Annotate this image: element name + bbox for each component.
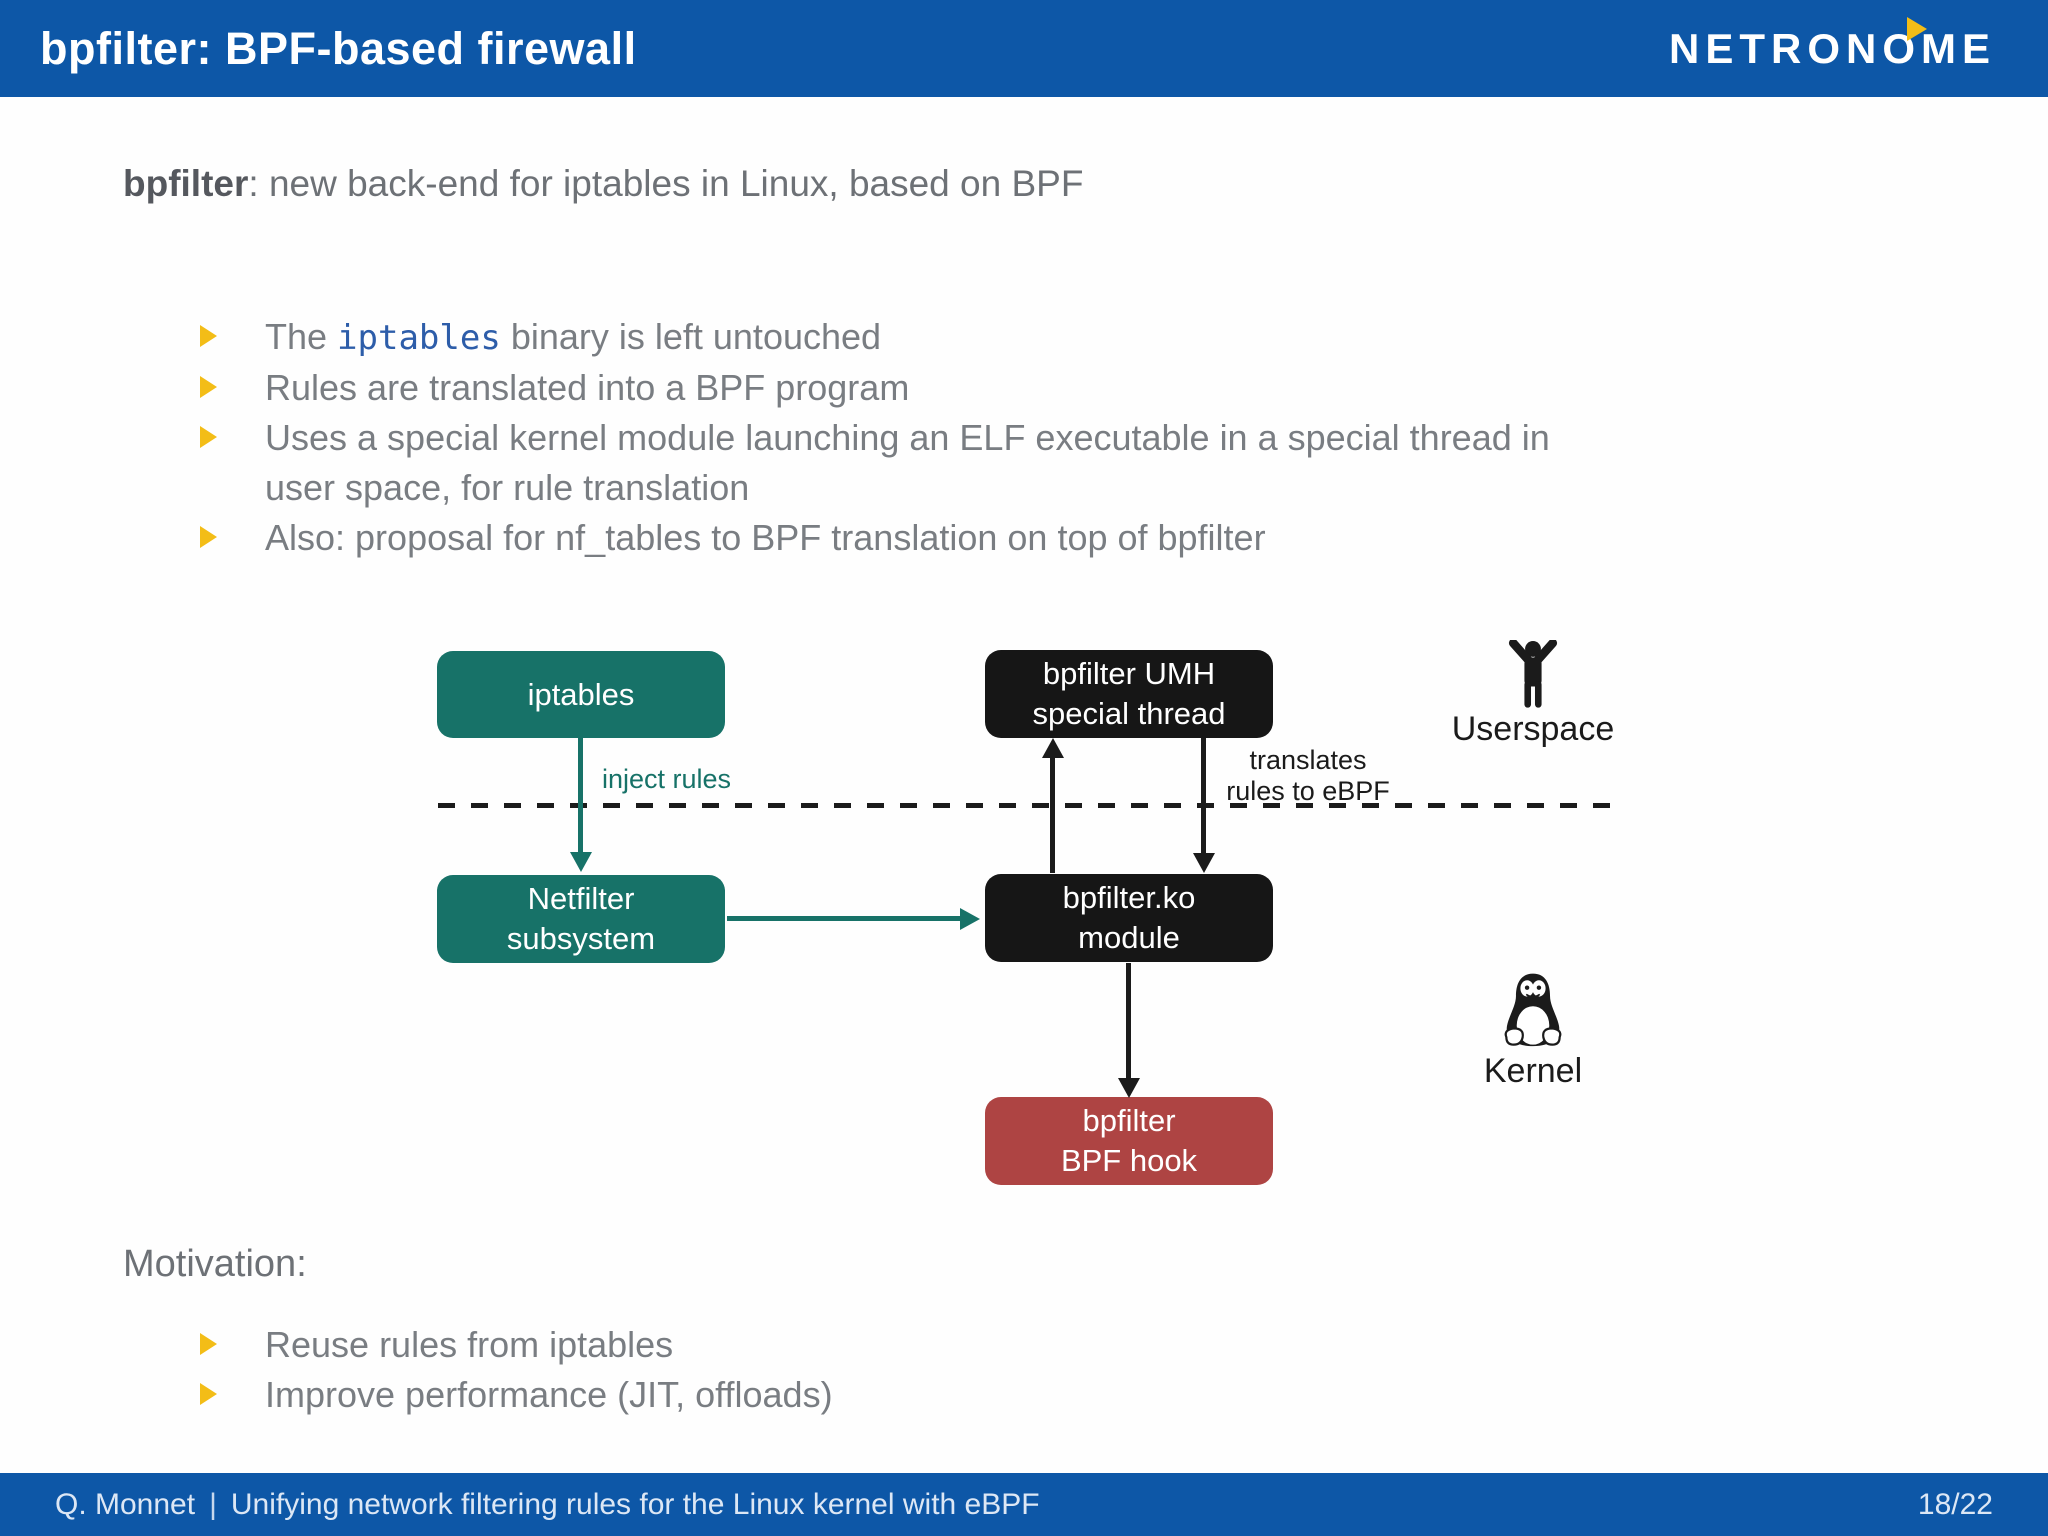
footer-bar: Q. Monnet | Unifying network filtering rul…: [0, 1473, 2048, 1536]
arrowhead-down-icon: [570, 852, 592, 872]
bullet-text: The iptables binary is left untouched: [265, 316, 882, 358]
userspace-kernel-divider: [438, 803, 1610, 808]
label-kernel: Kernel: [1483, 1052, 1583, 1090]
logo-text-pre: NETRON: [1668, 24, 1883, 72]
bullet-text: Uses a special kernel module launching a…: [265, 417, 1550, 508]
triangle-bullet-icon: [200, 426, 217, 448]
intro-bold: bpfilter: [123, 163, 249, 204]
list-item: Improve performance (JIT, offloads): [200, 1370, 833, 1420]
bullet-text: Rules are translated into a BPF program: [265, 367, 910, 408]
logo-letter-o: O: [1882, 16, 1927, 73]
list-item: Also: proposal for nf_tables to BPF tran…: [200, 513, 1550, 563]
label-inject-rules: inject rules: [602, 764, 732, 794]
arrow-inject-rules: [578, 738, 583, 856]
list-item: Reuse rules from iptables: [200, 1320, 833, 1370]
bullet-list: The iptables binary is left untouched Ru…: [200, 312, 1550, 563]
triangle-bullet-icon: [200, 325, 217, 347]
list-item: Rules are translated into a BPF program: [200, 363, 1550, 413]
list-item: The iptables binary is left untouched: [200, 312, 1550, 363]
logo-text-post: ME: [1921, 24, 1996, 72]
arrowhead-right-icon: [960, 908, 980, 930]
arrow-ko-to-umh: [1050, 753, 1055, 873]
inline-code: iptables: [337, 318, 501, 358]
footer-author: Q. Monnet: [55, 1487, 196, 1521]
triangle-bullet-icon: [200, 376, 217, 398]
tux-icon: [1496, 972, 1570, 1050]
play-triangle-icon: [1907, 16, 1927, 41]
page-number: 18/22: [1917, 1487, 1993, 1521]
bullet-text: Improve performance (JIT, offloads): [265, 1374, 833, 1415]
arrow-ko-to-hook: [1126, 963, 1131, 1081]
motivation-list: Reuse rules from iptables Improve perfor…: [200, 1320, 833, 1420]
footer-separator: |: [209, 1487, 217, 1521]
triangle-bullet-icon: [200, 526, 217, 548]
motivation-heading: Motivation:: [123, 1243, 307, 1285]
bullet-text: Reuse rules from iptables: [265, 1324, 674, 1365]
footer-talk-title: Unifying network filtering rules for the…: [230, 1487, 1040, 1521]
arrowhead-down-icon: [1193, 853, 1215, 873]
person-icon: [1500, 638, 1566, 710]
triangle-bullet-icon: [200, 1383, 217, 1405]
intro-rest: : new back-end for iptables in Linux, ba…: [248, 163, 1084, 204]
node-iptables: iptables: [437, 651, 725, 738]
triangle-bullet-icon: [200, 1333, 217, 1355]
arrow-umh-to-ko: [1201, 738, 1206, 856]
intro-line: bpfilter: new back-end for iptables in L…: [123, 163, 1083, 205]
label-userspace: Userspace: [1451, 710, 1615, 748]
slide-title: bpfilter: BPF-based firewall: [40, 22, 637, 74]
arrowhead-up-icon: [1042, 738, 1064, 758]
list-item: Uses a special kernel module launching a…: [200, 413, 1550, 513]
footer-left: Q. Monnet | Unifying network filtering rul…: [55, 1488, 1040, 1522]
bullet-text: Also: proposal for nf_tables to BPF tran…: [265, 517, 1266, 558]
arrowhead-down-icon: [1118, 1078, 1140, 1098]
arrow-netfilter-to-ko: [727, 916, 963, 921]
